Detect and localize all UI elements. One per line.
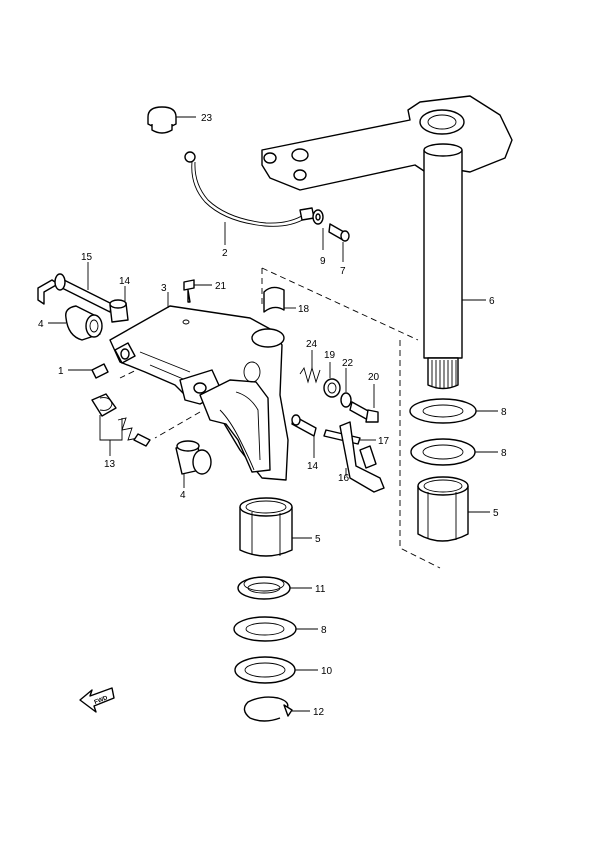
part-5-lower-bushing	[239, 497, 312, 557]
callout-10: 10	[321, 666, 333, 677]
part-7-screw	[328, 223, 350, 262]
part-18-plate	[263, 286, 296, 313]
callout-11: 11	[315, 584, 326, 595]
part-10-washer	[234, 656, 318, 684]
callout-8-lower: 8	[321, 625, 327, 636]
callout-22: 22	[342, 358, 354, 369]
callout-9: 9	[320, 256, 326, 267]
part-19-nut	[323, 362, 341, 398]
part-13-lock-spring	[91, 393, 151, 456]
callout-2: 2	[222, 248, 228, 259]
callout-19: 19	[324, 350, 336, 361]
part-12-circlip	[243, 696, 310, 722]
part-8-mid-washer	[410, 438, 498, 466]
callout-20: 20	[368, 372, 380, 383]
callout-13: 13	[104, 459, 116, 470]
part-14-upper-bushing	[109, 286, 129, 323]
callout-18: 18	[298, 304, 310, 315]
part-3-swivel-bracket	[109, 292, 289, 481]
part-4-upper-bush	[48, 305, 103, 341]
callout-5-right: 5	[493, 508, 499, 519]
callout-21: 21	[215, 281, 227, 292]
callout-23: 23	[201, 113, 213, 124]
callout-12: 12	[313, 707, 325, 718]
callout-14-lower: 14	[307, 461, 319, 472]
callout-8-upper: 8	[501, 407, 507, 418]
callout-5-lower: 5	[315, 534, 321, 545]
part-4-lower-bush	[175, 440, 212, 488]
callout-14-upper: 14	[119, 276, 131, 287]
callout-1: 1	[58, 366, 64, 377]
part-22-washer	[340, 368, 352, 408]
callout-24: 24	[306, 339, 318, 350]
part-2-ground-wire	[184, 151, 315, 245]
part-1-screw	[68, 363, 109, 379]
callout-17: 17	[378, 436, 390, 447]
part-5-right-bushing	[417, 476, 490, 542]
callout-3: 3	[161, 283, 167, 294]
part-16-lever	[339, 421, 385, 493]
part-21-bolt	[182, 279, 212, 325]
callout-labels: 23 2 9 7 6 15 14 3 21 4 18 24 19 22 20 1…	[38, 113, 507, 718]
part-9-washer	[312, 209, 324, 250]
part-23-cap	[147, 106, 196, 134]
part-14-lower-pin	[291, 414, 317, 458]
part-15-rod	[37, 262, 113, 313]
part-6-steering-shaft	[261, 95, 513, 390]
callout-8-mid: 8	[501, 448, 507, 459]
part-11-seal	[237, 576, 312, 600]
part-8-lower-washer	[233, 616, 318, 642]
part-24-spring	[299, 350, 321, 384]
callout-6: 6	[489, 296, 495, 307]
callout-15: 15	[81, 252, 93, 263]
part-20-bolt	[349, 384, 379, 423]
part-8-upper-washer	[409, 398, 498, 424]
fwd-label: FWD	[94, 695, 110, 706]
callout-4-lower: 4	[180, 490, 186, 501]
fwd-arrow-icon: FWD	[79, 687, 115, 713]
callout-4-upper: 4	[38, 319, 44, 330]
callout-7: 7	[340, 266, 346, 277]
callout-16: 16	[338, 473, 350, 484]
